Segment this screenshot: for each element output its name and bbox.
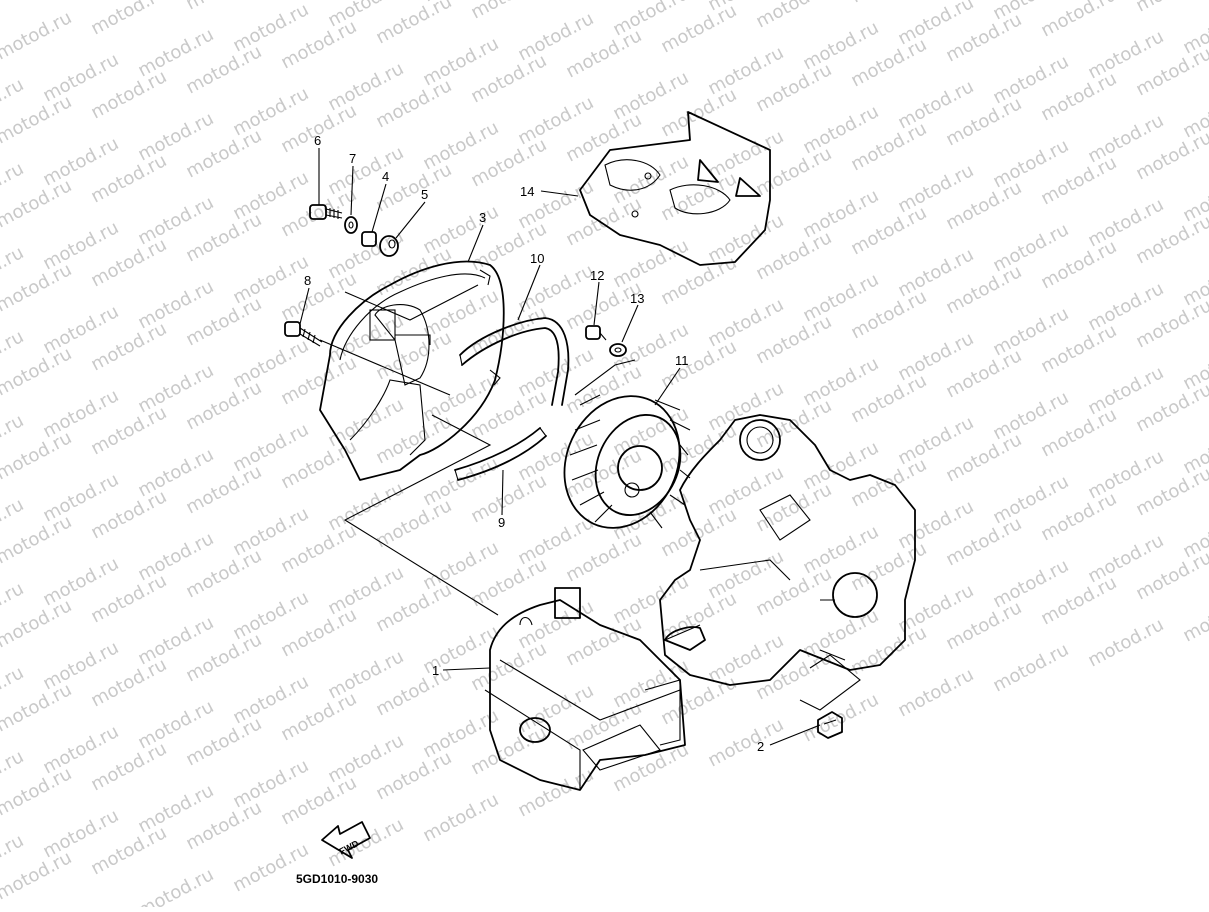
part-14-plate (579, 111, 771, 266)
callout-2: 2 (757, 739, 764, 754)
part-9-hose (454, 427, 547, 481)
part-3-shroud (319, 260, 505, 481)
watermark-text: motod.ru (229, 839, 312, 896)
part-10-hose (459, 317, 570, 406)
watermark-text: motod.ru (1132, 0, 1209, 16)
watermark-text: motod.ru (989, 639, 1072, 696)
watermark-text: motod.ru (894, 664, 977, 721)
watermark-text: motod.ru (324, 814, 407, 871)
watermark-text: motod.ru (372, 0, 455, 48)
assembly-lines (319, 284, 861, 711)
watermark-text: motod.ru (1084, 614, 1167, 671)
part-13-washer (609, 343, 627, 357)
watermark-text: motod.ru (0, 7, 75, 64)
callout-9: 9 (498, 515, 505, 530)
watermark-text: motod.ru (467, 0, 550, 23)
part-7-washer (344, 216, 358, 234)
callout-leaders (299, 148, 821, 746)
callout-4: 4 (382, 169, 389, 184)
watermark-text: motod.ru (134, 864, 217, 907)
callout-7: 7 (349, 151, 356, 166)
callout-8: 8 (304, 273, 311, 288)
engine-crankcase (659, 414, 916, 686)
watermark-text: motod.ru (419, 789, 502, 846)
callout-5: 5 (421, 187, 428, 202)
part-11-fan (563, 394, 691, 529)
part-6-bolt (309, 204, 343, 220)
watermark-text: motod.ru (182, 0, 265, 14)
drawing-code: 5GD1010-9030 (296, 872, 378, 886)
callout-3: 3 (479, 210, 486, 225)
watermark-text: motod.ru (609, 739, 692, 796)
part-1-air-shroud (484, 587, 686, 791)
part-12-screw (585, 325, 607, 341)
watermark-text: motod.ru (1179, 589, 1209, 646)
watermark-text: motod.ru (1037, 0, 1120, 41)
part-4-collar (361, 231, 377, 247)
callout-12: 12 (590, 268, 604, 283)
callout-13: 13 (630, 291, 644, 306)
callout-1: 1 (432, 663, 439, 678)
watermark-text: motod.ru (0, 0, 28, 22)
watermark-text: motod.ru (87, 0, 170, 39)
part-2-clip (817, 711, 843, 739)
part-8-screw (284, 321, 323, 347)
part-5-grommet (379, 235, 399, 257)
callout-14: 14 (520, 184, 534, 199)
callout-10: 10 (530, 251, 544, 266)
watermark-text: motod.ru (847, 0, 930, 7)
watermark-text: motod.ru (752, 0, 835, 32)
callout-6: 6 (314, 133, 321, 148)
callout-numbers: 6 7 4 5 3 8 10 12 13 11 9 14 1 2 (304, 133, 764, 754)
callout-11: 11 (675, 353, 689, 368)
